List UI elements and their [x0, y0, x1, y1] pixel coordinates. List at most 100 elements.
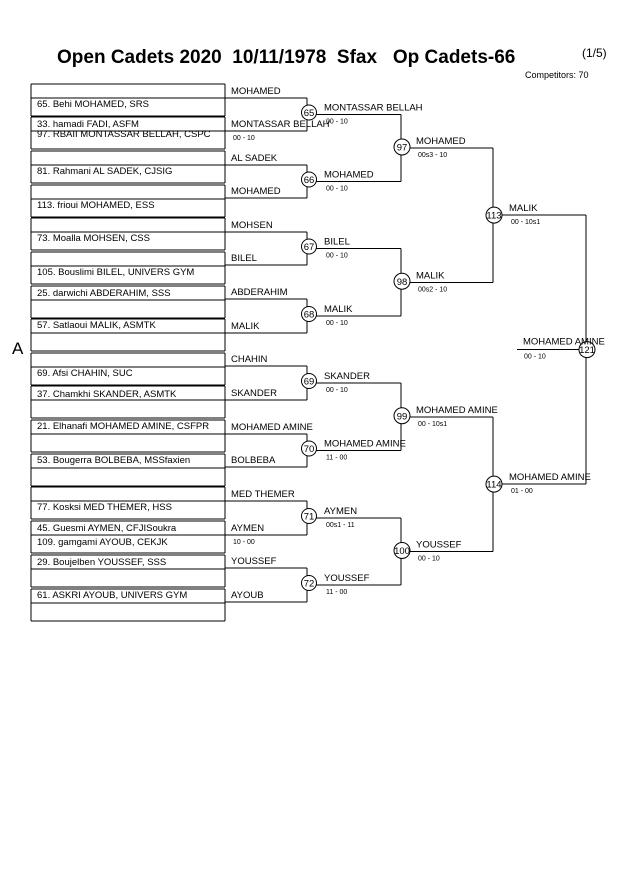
competitor-entry: 25. darwichi ABDERAHIM, SSS — [37, 288, 171, 299]
match-number: 100 — [394, 546, 410, 557]
match-67: 67 — [301, 238, 317, 255]
round1-score: 11 - 00 — [326, 455, 347, 462]
match-circle — [485, 206, 503, 224]
match-71: 71 — [301, 508, 317, 524]
round2-score: 00s2 - 10 — [418, 286, 447, 293]
round1-winner: MONTASSAR BELLAH — [324, 103, 423, 114]
match-circle — [301, 508, 317, 524]
pre-round-name: AL SADEK — [231, 153, 278, 164]
round2-winner: MOHAMED AMINE — [416, 405, 498, 416]
competitors-count: Competitors: 70 — [525, 70, 589, 80]
round2-winner: MALIK — [416, 270, 445, 281]
match-circle — [393, 407, 411, 425]
bracket-lines — [30, 83, 587, 622]
match-121: 121 — [578, 341, 596, 359]
match-circle — [485, 475, 503, 493]
pool-label: A — [12, 339, 24, 358]
competitor-entry: 109. gamgami AYOUB, CEKJK — [37, 537, 168, 548]
round3-winner: MOHAMED AMINE — [509, 472, 591, 483]
round1-score: 00 - 10 — [326, 320, 348, 327]
pre-round-score: 00 - 10 — [233, 135, 255, 142]
match-number: 114 — [486, 480, 501, 491]
round2-score: 00 - 10 — [418, 556, 440, 563]
match-circle — [578, 341, 596, 359]
round3-score: 01 - 00 — [511, 488, 533, 495]
pre-round-name: ABDERAHIM — [231, 287, 288, 298]
competitor-entry: 53. Bougerra BOLBEBA, MSSfaxien — [37, 455, 190, 466]
page-indicator: (1/5) — [582, 46, 607, 60]
competitor-entry: 81. Rahmani AL SADEK, CJSIG — [37, 166, 172, 177]
round1-score: 00 - 10 — [326, 387, 348, 394]
round3-score: 00 - 10s1 — [511, 219, 540, 226]
match-markers: 65 66 67 68 69 70 71 72 97 98 99 100 113 114 121 — [301, 104, 596, 591]
match-number: 67 — [304, 242, 315, 253]
round1-winner: MOHAMED — [324, 170, 374, 181]
match-circle — [301, 306, 317, 322]
match-number: 97 — [397, 143, 408, 154]
pre-round-name: MED THEMER — [231, 489, 295, 500]
round1-score: 00 - 10 — [326, 119, 348, 126]
competitor-entry: 29. Boujelben YOUSSEF, SSS — [37, 557, 166, 568]
competitor-entry: 21. Elhanafi MOHAMED AMINE, CSFPR — [37, 421, 209, 432]
match-number: 113 — [486, 211, 501, 222]
final-score: 00 - 10 — [524, 354, 546, 361]
competitor-entry: 97. RBAII MONTASSAR BELLAH, CSPC — [37, 129, 211, 140]
match-number: 66 — [304, 175, 315, 186]
round2-winner: MOHAMED — [416, 136, 466, 147]
match-circle — [301, 104, 317, 121]
pre-round-name: BILEL — [231, 253, 257, 264]
competitor-entry: 113. frioui MOHAMED, ESS — [37, 200, 155, 211]
page-title: Open Cadets 2020 10/11/1978 Sfax Op Cade… — [57, 47, 515, 68]
match-number: 70 — [304, 444, 315, 455]
match-113: 113 — [485, 206, 503, 224]
round2-winner: YOUSSEF — [416, 540, 462, 551]
match-number: 65 — [304, 108, 315, 119]
round2-score: 00s3 - 10 — [418, 152, 447, 159]
match-99: 99 — [393, 407, 411, 425]
pre-round-name: YOUSSEF — [231, 556, 277, 567]
competitor-entry: 61. ASKRI AYOUB, UNIVERS GYM — [37, 590, 187, 601]
match-66: 66 — [301, 171, 317, 188]
round1-score: 00s1 - 11 — [326, 522, 355, 529]
match-circle — [393, 138, 411, 156]
pre-round-name: AYOUB — [231, 590, 264, 601]
pre-round-name: AYMEN — [231, 523, 264, 534]
match-circle — [301, 440, 317, 457]
match-circle — [301, 171, 317, 188]
round3-winner: MALIK — [509, 203, 538, 214]
round1-winner: YOUSSEF — [324, 573, 370, 584]
match-114: 114 — [485, 475, 503, 493]
round1-winner: AYMEN — [324, 506, 357, 517]
match-circle — [301, 238, 317, 255]
competitor-entry: 33. hamadi FADI, ASFM — [37, 119, 139, 130]
match-circle — [301, 575, 317, 591]
competitor-entry: 37. Chamkhi SKANDER, ASMTK — [37, 389, 177, 400]
pre-round-name: MONTASSAR BELLAH — [231, 119, 330, 130]
competitor-entry: 105. Bouslimi BILEL, UNIVERS GYM — [37, 267, 194, 278]
pre-round-name: SKANDER — [231, 388, 277, 399]
competitor-entry: 77. Kosksi MED THEMER, HSS — [37, 502, 172, 513]
match-number: 72 — [304, 579, 315, 590]
match-number: 121 — [579, 345, 595, 356]
competitor-entry: 45. Guesmi AYMEN, CFJISoukra — [37, 523, 177, 534]
match-68: 68 — [301, 306, 317, 322]
match-98: 98 — [393, 272, 411, 290]
pre-round-score: 10 - 00 — [233, 539, 255, 546]
pre-round-name: MOHAMED AMINE — [231, 422, 313, 433]
pre-round-name: MOHAMED — [231, 86, 281, 97]
competitor-entry: 69. Afsi CHAHIN, SUC — [37, 368, 133, 379]
pre-round-name: MOHAMED — [231, 186, 281, 197]
match-number: 71 — [304, 512, 315, 523]
match-number: 68 — [304, 310, 315, 321]
pre-round-name: MALIK — [231, 321, 260, 332]
match-number: 69 — [304, 377, 315, 388]
match-70: 70 — [301, 440, 317, 457]
match-72: 72 — [301, 575, 317, 591]
match-circle — [301, 373, 317, 389]
match-65: 65 — [301, 104, 317, 121]
round1-winner: MOHAMED AMINE — [324, 439, 406, 450]
competitor-entry: 57. Satlaoui MALIK, ASMTK — [37, 320, 156, 331]
round1-score: 11 - 00 — [326, 589, 347, 596]
pre-round-name: MOHSEN — [231, 220, 273, 231]
